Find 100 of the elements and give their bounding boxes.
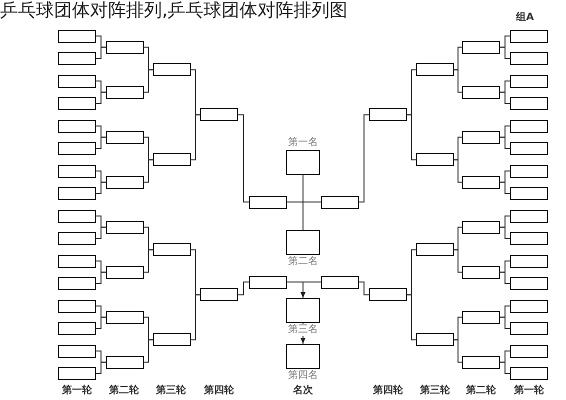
bracket-line <box>500 136 510 149</box>
bracket-line <box>500 316 510 329</box>
entry-box <box>58 254 96 268</box>
entry-box <box>200 108 238 122</box>
bracket-line <box>96 226 106 239</box>
entry-box <box>249 196 287 208</box>
entry-box <box>510 344 548 358</box>
bracket-line <box>144 339 154 363</box>
bracket-line <box>358 114 370 202</box>
entry-box <box>510 210 548 222</box>
bracket-line <box>406 294 416 340</box>
bracket-line <box>302 174 304 230</box>
entry-box <box>106 130 144 144</box>
entry-box <box>321 276 359 288</box>
entry-box <box>153 243 191 256</box>
entry-box <box>58 210 96 222</box>
entry-box <box>58 30 96 42</box>
bracket-line <box>96 92 106 104</box>
entry-box <box>58 74 96 88</box>
bracket-line <box>454 249 462 273</box>
entry-box <box>510 120 548 132</box>
bracket-line <box>500 46 510 59</box>
bracket-line <box>454 69 462 93</box>
entry-box <box>58 367 96 380</box>
entry-box <box>58 344 96 358</box>
entry-box <box>106 220 144 234</box>
bracket-line <box>96 136 106 149</box>
place-label: 第四名 <box>287 370 319 382</box>
entry-box <box>510 300 548 312</box>
round-label: 第一轮 <box>62 385 92 397</box>
bracket-line <box>96 362 106 374</box>
bracket-line <box>454 339 462 363</box>
entry-box <box>510 367 548 380</box>
round-label: 第三轮 <box>420 385 450 397</box>
entry-box <box>416 243 454 256</box>
bracket-line <box>190 294 200 340</box>
place-label: 第一名 <box>287 137 319 149</box>
entry-box <box>462 220 500 234</box>
bracket-line <box>190 114 200 160</box>
entry-box <box>369 288 407 302</box>
entry-box <box>58 322 96 335</box>
round-label: 第四轮 <box>373 385 403 397</box>
entry-box <box>510 30 548 42</box>
entry-box <box>286 150 320 175</box>
entry-box <box>321 196 359 208</box>
entry-box <box>510 322 548 335</box>
entry-box <box>416 333 454 346</box>
round-label: 第四轮 <box>204 385 234 397</box>
entry-box <box>58 97 96 110</box>
entry-box <box>462 310 500 324</box>
entry-box <box>510 254 548 268</box>
entry-box <box>510 97 548 110</box>
entry-box <box>58 142 96 155</box>
entry-box <box>106 310 144 324</box>
entry-box <box>510 232 548 245</box>
entry-box <box>106 266 144 279</box>
bracket-line <box>96 46 106 59</box>
bracket-line <box>500 362 510 374</box>
entry-box <box>153 63 191 76</box>
entry-box <box>58 164 96 178</box>
entry-box <box>462 86 500 99</box>
entry-box <box>58 300 96 312</box>
entry-box <box>249 276 287 288</box>
entry-box <box>416 153 454 166</box>
entry-box <box>510 164 548 178</box>
bracket-line <box>144 159 154 183</box>
round-label: 第一轮 <box>514 385 544 397</box>
bracket-line <box>500 182 510 194</box>
bracket-line <box>238 114 250 202</box>
entry-box <box>510 187 548 200</box>
bracket-line <box>358 282 370 296</box>
bracket-line <box>238 282 250 296</box>
entry-box <box>286 298 320 323</box>
bracket-line <box>406 114 416 160</box>
entry-box <box>510 74 548 88</box>
group-label: 组A <box>516 12 534 24</box>
entry-box <box>58 277 96 290</box>
entry-box <box>58 232 96 245</box>
entry-box <box>510 142 548 155</box>
bracket-line <box>96 316 106 329</box>
entry-box <box>286 230 320 255</box>
arrow <box>300 282 322 298</box>
place-label: 第三名 <box>287 324 319 336</box>
bracket-line <box>96 182 106 194</box>
bracket-line <box>454 159 462 183</box>
entry-box <box>200 288 238 302</box>
entry-box <box>58 52 96 65</box>
entry-box <box>58 187 96 200</box>
entry-box <box>153 153 191 166</box>
place-label: 第二名 <box>287 256 319 268</box>
entry-box <box>106 176 144 189</box>
entry-box <box>462 130 500 144</box>
title: 乒乓球团体对阵排列,乒乓球团体对阵排列图 <box>0 0 348 22</box>
bracket-line <box>144 69 154 93</box>
entry-box <box>462 356 500 369</box>
entry-box <box>58 120 96 132</box>
entry-box <box>462 266 500 279</box>
entry-box <box>369 108 407 122</box>
bracket-line <box>500 92 510 104</box>
bracket-line <box>96 272 106 284</box>
